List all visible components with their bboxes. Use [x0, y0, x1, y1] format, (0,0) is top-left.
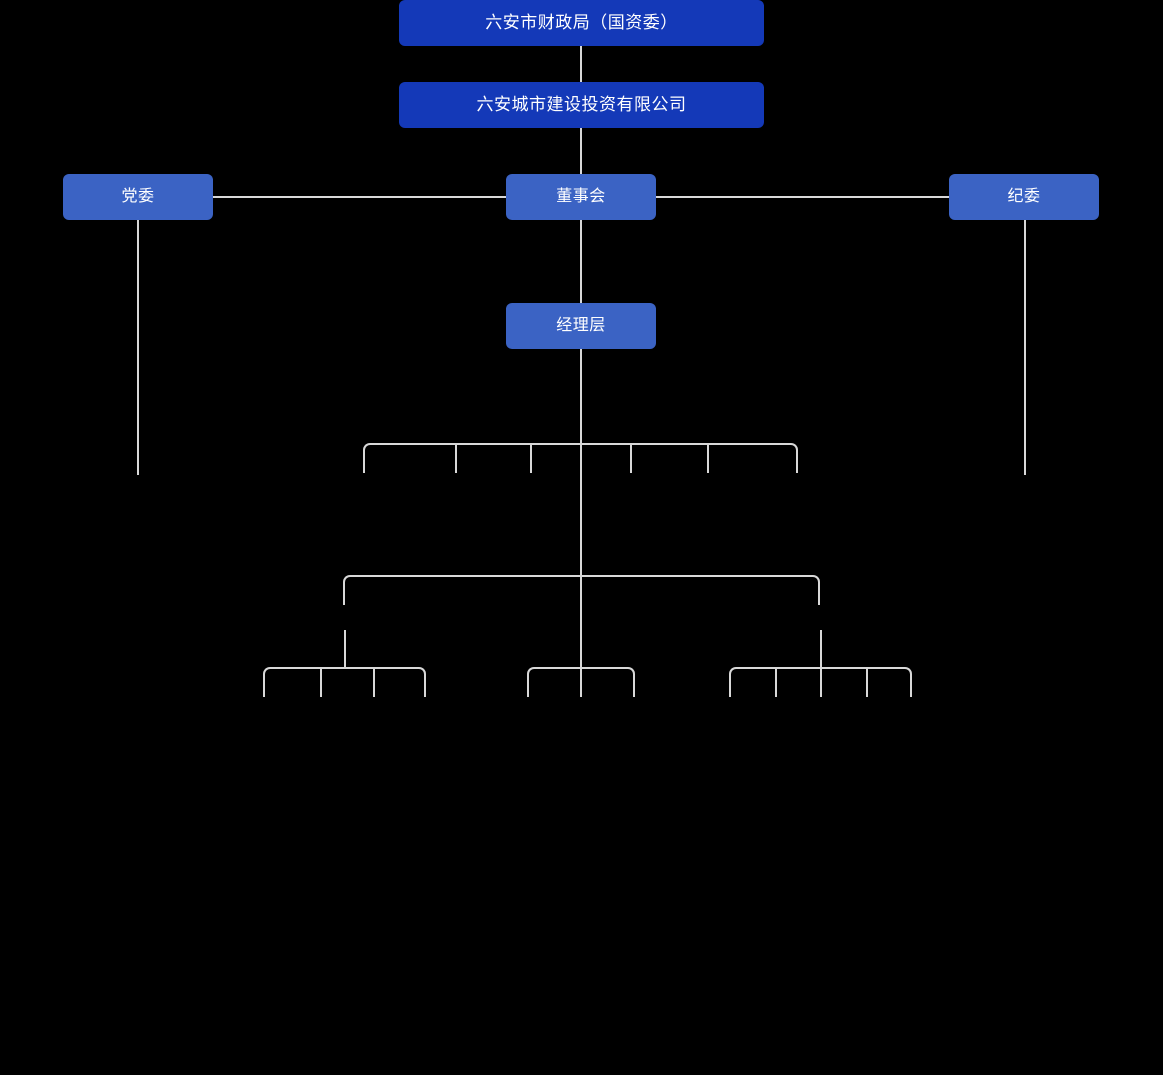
- connector-branch-stub: [820, 669, 822, 697]
- org-node-discipline-commission[interactable]: 纪委: [949, 174, 1099, 220]
- org-node-label: 六安市财政局（国资委）: [485, 12, 678, 32]
- connector-line-vertical: [820, 630, 822, 667]
- org-node-board-of-directors[interactable]: 董事会: [506, 174, 656, 220]
- connector-line-vertical: [1024, 220, 1026, 342]
- connector-branch-stub: [530, 445, 532, 473]
- connector-line-vertical: [1024, 342, 1026, 475]
- org-node-label: 董事会: [556, 188, 606, 206]
- connector-branch-stub: [580, 669, 582, 697]
- org-node-parent-company[interactable]: 六安城市建设投资有限公司: [399, 82, 764, 128]
- connector-distributor-bar: [363, 443, 798, 473]
- connector-branch-stub: [775, 669, 777, 697]
- connector-line-vertical: [580, 459, 582, 590]
- connector-line-vertical: [580, 220, 582, 303]
- connector-branch-stub: [580, 577, 582, 605]
- org-node-label: 党委: [121, 188, 155, 206]
- connector-line-vertical: [137, 220, 139, 342]
- connector-line-vertical: [344, 630, 346, 667]
- connector-branch-stub: [630, 445, 632, 473]
- connector-distributor-bar: [527, 667, 635, 697]
- org-node-label: 纪委: [1007, 188, 1041, 206]
- connector-distributor-bar: [263, 667, 426, 697]
- connector-branch-stub: [455, 445, 457, 473]
- connector-distributor-bar: [343, 575, 820, 605]
- connector-branch-stub: [373, 669, 375, 697]
- org-node-finance-bureau[interactable]: 六安市财政局（国资委）: [399, 0, 764, 46]
- connector-branch-stub: [707, 445, 709, 473]
- connector-line-vertical: [580, 128, 582, 174]
- connector-branch-stub: [320, 669, 322, 697]
- org-node-management-layer[interactable]: 经理层: [506, 303, 656, 349]
- connector-branch-stub: [866, 669, 868, 697]
- org-node-label: 六安城市建设投资有限公司: [476, 94, 687, 114]
- org-node-party-committee[interactable]: 党委: [63, 174, 213, 220]
- connector-line-vertical: [580, 46, 582, 82]
- connector-line-vertical: [137, 342, 139, 475]
- connector-distributor-bar: [729, 667, 912, 697]
- connector-line-vertical: [580, 590, 582, 697]
- connector-line-vertical: [580, 349, 582, 459]
- org-node-label: 经理层: [556, 317, 606, 335]
